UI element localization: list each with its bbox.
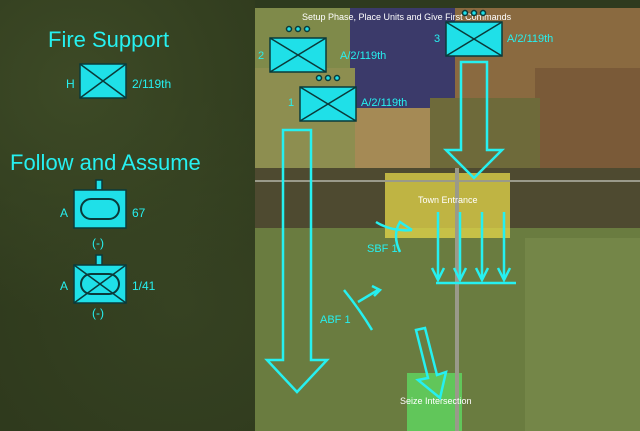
road-east-west	[255, 180, 640, 182]
fire-support-designation: 2/119th	[132, 77, 172, 91]
mech-unit-designation: 1/41	[132, 279, 156, 293]
armor-unit-prefix: A	[60, 206, 69, 220]
map-unit-1-number: 1	[288, 97, 295, 109]
fire-support-title: Fire Support	[48, 27, 170, 52]
map-unit-2-number: 2	[258, 50, 265, 62]
tactical-map[interactable]	[255, 8, 640, 431]
mech-unit-prefix: A	[60, 279, 69, 293]
armor-unit-modifier: (-)	[92, 236, 104, 250]
fire-support-prefix: H	[66, 77, 75, 91]
field-center-brown	[430, 98, 540, 173]
map-unit-3-designation: A/2/119th	[507, 33, 554, 45]
armor-unit-designation: 67	[132, 206, 146, 220]
field-brown-east	[535, 68, 640, 168]
sbf-label: SBF 1	[367, 243, 398, 255]
map-unit-1-designation: A/2/119th	[361, 97, 408, 109]
mech-unit-modifier: (-)	[92, 306, 104, 320]
background-terrain	[0, 0, 255, 431]
map-unit-2-designation: A/2/119th	[340, 50, 387, 62]
field-tan	[355, 108, 435, 168]
field-south-east	[525, 238, 640, 431]
road-north-south	[455, 168, 459, 431]
town-entrance-label: Town Entrance	[418, 195, 478, 205]
field-olive-west	[255, 68, 355, 168]
phase-banner: Setup Phase, Place Units and Give First …	[302, 12, 512, 22]
follow-assume-title: Follow and Assume	[10, 150, 201, 175]
map-unit-3-number: 3	[434, 33, 441, 45]
abf-label: ABF 1	[320, 314, 351, 326]
town-area	[385, 173, 510, 238]
seize-intersection-label: Seize Intersection	[400, 396, 472, 406]
